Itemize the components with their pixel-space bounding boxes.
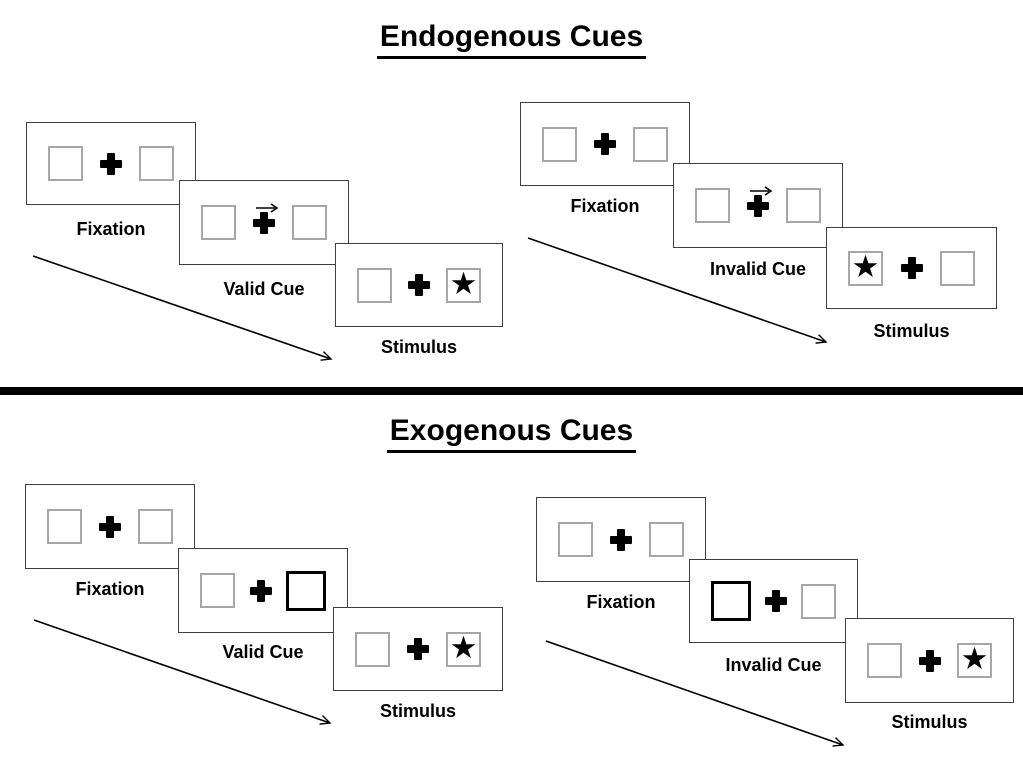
- panel-label: Valid Cue: [222, 642, 304, 662]
- cue-screen-exogenous-invalid: [689, 559, 858, 643]
- fixation-screen-endogenous-invalid: [520, 102, 690, 186]
- stimulus-screen-exogenous-valid: ★: [333, 607, 503, 691]
- fixation-screen-exogenous-invalid: [536, 497, 706, 582]
- panel-label: Stimulus: [380, 337, 457, 357]
- panel-label: Invalid Cue: [709, 259, 807, 279]
- left-box-highlighted-cue: [711, 581, 751, 621]
- fixation-cross-icon: [249, 579, 272, 602]
- star-icon: ★: [851, 248, 880, 285]
- left-box: [558, 522, 593, 557]
- right-arrow-cue-icon: [256, 202, 279, 213]
- right-box: [633, 126, 668, 162]
- panel-label: Fixation: [76, 219, 146, 239]
- fixation-cross-icon: [408, 274, 430, 296]
- fixation-cross-icon: [99, 515, 121, 538]
- star-icon: ★: [449, 629, 478, 666]
- fixation-cross-icon: [253, 202, 279, 234]
- fixation-cross-icon: [610, 528, 632, 551]
- stimulus-screen-endogenous-valid: ★: [335, 243, 503, 327]
- fixation-cross-icon: [407, 638, 429, 660]
- left-box-with-star: ★: [848, 248, 883, 286]
- star-icon: ★: [960, 641, 989, 677]
- left-box: [47, 509, 82, 544]
- right-box: [138, 509, 173, 544]
- right-arrow-cue-icon: [750, 185, 773, 196]
- timeline-arrow-exogenous-invalid: [545, 640, 845, 747]
- fixation-screen-exogenous-valid: [25, 484, 195, 569]
- left-box: [48, 146, 83, 181]
- left-box: [201, 205, 236, 240]
- right-box: [649, 522, 684, 557]
- fixation-screen-endogenous-valid: [26, 122, 196, 205]
- left-box: [867, 643, 902, 678]
- fixation-cross-icon: [900, 257, 923, 279]
- right-box: [801, 583, 836, 619]
- section-divider: [0, 387, 1023, 395]
- left-box: [695, 188, 730, 223]
- cue-screen-endogenous-valid: [179, 180, 349, 265]
- section-title-endogenous-text: Endogenous Cues: [376, 20, 647, 59]
- right-box: [292, 205, 327, 240]
- timeline-arrow-exogenous-valid: [33, 619, 332, 725]
- stimulus-screen-endogenous-invalid: ★: [826, 227, 997, 309]
- right-box: [139, 146, 174, 181]
- fixation-cross-icon: [747, 185, 773, 217]
- right-box: [786, 188, 821, 223]
- left-box: [542, 126, 577, 162]
- star-icon: ★: [449, 265, 478, 302]
- right-box-highlighted-cue: [286, 570, 326, 611]
- cue-screen-exogenous-valid: [178, 548, 348, 633]
- panel-label: Fixation: [586, 592, 656, 612]
- panel-label: Fixation: [75, 579, 145, 599]
- fixation-cross-icon: [594, 133, 616, 155]
- section-title-exogenous: Exogenous Cues: [0, 414, 1023, 453]
- panel-label: Valid Cue: [223, 279, 305, 299]
- right-box: [940, 250, 975, 286]
- timeline-arrow-endogenous-valid: [32, 255, 333, 361]
- timeline-arrow-endogenous-invalid: [527, 237, 828, 344]
- left-box: [200, 573, 235, 608]
- fixation-cross-icon: [100, 152, 122, 175]
- left-box: [357, 267, 392, 303]
- right-box-with-star: ★: [446, 265, 481, 303]
- panel-label: Stimulus: [873, 321, 950, 341]
- left-box: [355, 631, 390, 667]
- fixation-cross-icon: [918, 649, 941, 672]
- panel-label: Stimulus: [891, 712, 968, 732]
- panel-label: Stimulus: [379, 701, 456, 721]
- panel-label: Invalid Cue: [725, 655, 822, 675]
- section-title-endogenous: Endogenous Cues: [0, 20, 1023, 59]
- panel-label: Fixation: [570, 196, 640, 216]
- right-box-with-star: ★: [446, 629, 481, 667]
- fixation-cross-icon: [765, 590, 787, 612]
- section-title-exogenous-text: Exogenous Cues: [386, 414, 637, 453]
- stimulus-screen-exogenous-invalid: ★: [845, 618, 1014, 703]
- right-box-with-star: ★: [957, 643, 992, 678]
- cue-screen-endogenous-invalid: [673, 163, 843, 248]
